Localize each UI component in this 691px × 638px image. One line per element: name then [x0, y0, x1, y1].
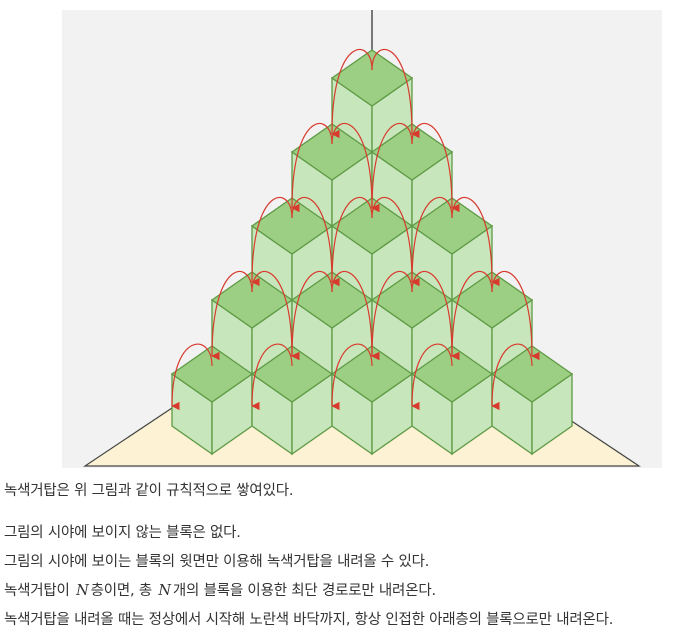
- rule-3-part-c: 개의 블록을 이용한 최단 경로로만 내려온다.: [172, 583, 436, 599]
- block-top-face: [250, 197, 334, 255]
- tower-block: [410, 345, 494, 456]
- block-top-face: [410, 197, 494, 255]
- descent-arrow: [371, 122, 413, 213]
- block-top-face: [290, 123, 374, 181]
- rule-3-part-a: 녹색거탑이: [4, 583, 75, 599]
- block-top-face: [370, 271, 454, 329]
- descent-arrow: [331, 48, 373, 139]
- descent-arrow: [211, 270, 253, 361]
- tower-block: [410, 197, 494, 308]
- block-top-face: [170, 345, 254, 403]
- variable-n: N: [76, 583, 89, 599]
- block-top-face: [370, 123, 454, 181]
- tower-block: [290, 123, 374, 234]
- tower-block: [330, 345, 414, 456]
- block-top-face: [450, 271, 534, 329]
- descent-arrow: [171, 343, 213, 411]
- descent-arrow: [491, 343, 533, 411]
- block-top-face: [330, 197, 414, 255]
- descent-arrow: [371, 48, 420, 139]
- descent-arrow: [411, 122, 460, 213]
- block-top-face: [210, 271, 294, 329]
- descent-arrow: [331, 270, 380, 361]
- block-top-face: [330, 49, 414, 107]
- paragraph-intro: 녹색거탑은 위 그림과 같이 규칙적으로 쌓여있다.: [4, 483, 294, 499]
- descent-arrow: [371, 196, 420, 287]
- tower-block: [290, 271, 374, 382]
- tower-block: [370, 271, 454, 382]
- descent-arrow: [291, 122, 333, 213]
- descent-arrow: [251, 196, 293, 287]
- descent-arrow: [251, 343, 293, 411]
- descent-arrow: [411, 196, 453, 287]
- descent-arrow: [331, 343, 373, 411]
- paragraph-rule-1: 그림의 시야에 보이지 않는 블록은 없다.: [4, 525, 241, 541]
- descent-arrow: [291, 270, 333, 361]
- tower-block: [490, 345, 574, 456]
- block-top-face: [290, 271, 374, 329]
- rule-3-part-b: 층이면, 총: [90, 583, 157, 599]
- descent-arrow: [411, 270, 460, 361]
- block-top-face: [330, 345, 414, 403]
- variable-n: N: [158, 583, 171, 599]
- descent-arrow: [251, 270, 300, 361]
- descent-arrow: [491, 270, 540, 361]
- tower-block: [250, 197, 334, 308]
- descent-arrows: [171, 48, 540, 411]
- tower-block: [330, 197, 414, 308]
- descent-arrow: [331, 122, 380, 213]
- descent-arrow: [331, 196, 373, 287]
- paragraph-rule-4: 녹색거탑을 내려올 때는 정상에서 시작해 노란색 바닥까지, 항상 인접한 아…: [4, 612, 614, 628]
- block-top-face: [490, 345, 574, 403]
- green-tower-figure: [62, 10, 662, 468]
- block-top-face: [410, 345, 494, 403]
- paragraph-rule-2: 그림의 시야에 보이는 블록의 윗면만 이용해 녹색거탑을 내려올 수 있다.: [4, 554, 430, 570]
- descent-arrow: [451, 196, 500, 287]
- descent-arrow: [371, 270, 413, 361]
- tower-block: [210, 271, 294, 382]
- tower-block: [370, 123, 454, 234]
- tower-blocks: [170, 49, 574, 456]
- descent-arrow: [451, 270, 493, 361]
- block-top-face: [250, 345, 334, 403]
- descent-arrow: [411, 343, 453, 411]
- descent-arrow: [291, 196, 340, 287]
